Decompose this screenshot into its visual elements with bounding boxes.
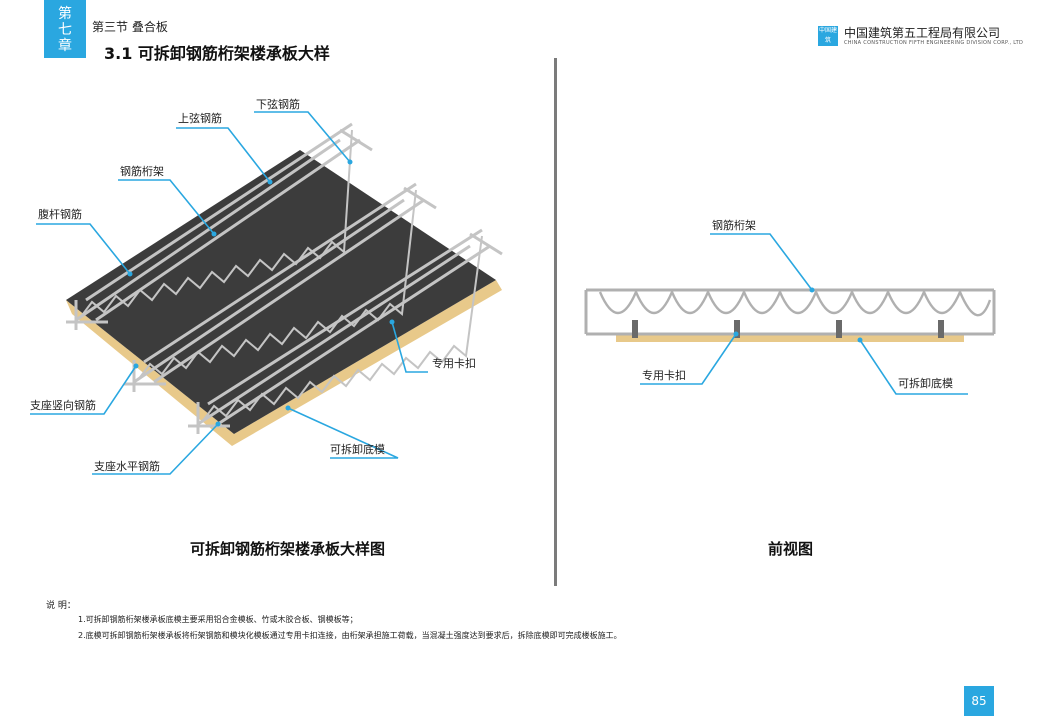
- label-special-clip: 专用卡扣: [432, 357, 476, 370]
- label-top-chord: 上弦钢筋: [178, 112, 222, 125]
- label-front-truss: 钢筋桁架: [712, 219, 756, 232]
- label-bottom-chord: 下弦钢筋: [256, 98, 300, 111]
- isometric-deck-drawing: [66, 122, 503, 446]
- left-figure-caption: 可拆卸钢筋桁架楼承板大样图: [190, 540, 386, 558]
- chapter-tab: 第 七 章: [44, 0, 86, 58]
- cscec-logo: 中国建筑: [818, 26, 838, 46]
- section-title: 第三节 叠合板: [92, 20, 168, 34]
- company-name: 中国建筑第五工程局有限公司: [844, 26, 1001, 40]
- label-front-special-clip: 专用卡扣: [642, 369, 686, 382]
- label-truss: 钢筋桁架: [120, 165, 164, 178]
- label-horizontal-support: 支座水平钢筋: [94, 460, 160, 473]
- bottom-mold-edge: [66, 280, 502, 446]
- front-view-drawing: [584, 288, 996, 342]
- label-vertical-support: 支座竖向钢筋: [30, 399, 96, 412]
- vertical-divider: [554, 58, 557, 586]
- note-item: 1.可拆卸钢筋桁架楼承板底模主要采用铝合金模板、竹或木胶合板、钢模板等；: [78, 615, 358, 624]
- label-web-bar: 腹杆钢筋: [38, 208, 82, 221]
- company-name-en: CHINA CONSTRUCTION FIFTH ENGINEERING DIV…: [844, 40, 1024, 46]
- note-item: 2.底模可拆卸钢筋桁架楼承板将桁架钢筋和模块化模板通过专用卡扣连接，由桁架承担施…: [78, 631, 622, 640]
- page-title: 3.1 可拆卸钢筋桁架楼承板大样: [104, 44, 330, 63]
- label-front-bottom-mold: 可拆卸底模: [898, 377, 953, 390]
- chapter-char: 章: [58, 38, 72, 54]
- leader-lines-left: [30, 111, 428, 475]
- right-figure-caption: 前视图: [768, 540, 814, 558]
- label-removable-bottom-mold: 可拆卸底模: [330, 443, 385, 456]
- page-number: 85: [964, 686, 994, 716]
- notes-title: 说 明：: [46, 601, 76, 611]
- front-bottom-mold: [616, 334, 964, 342]
- chapter-char: 第: [58, 6, 72, 22]
- bottom-mold-surface: [66, 150, 496, 434]
- truss-group: [66, 122, 503, 434]
- chapter-char: 七: [58, 22, 72, 38]
- leader-lines-right: [640, 233, 968, 395]
